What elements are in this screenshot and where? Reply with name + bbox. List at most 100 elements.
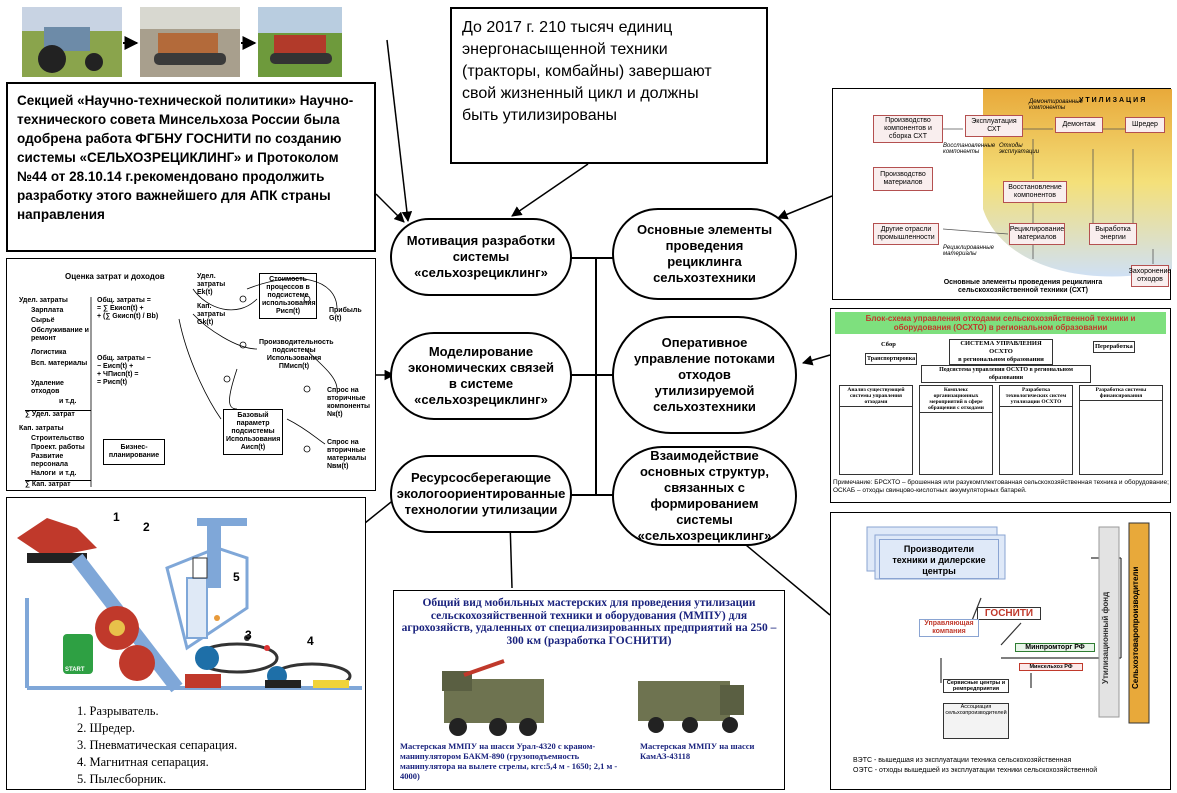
- process-list-item-4: 4. Магнитная сепарация.: [77, 755, 209, 769]
- cost-left-item-6: Удаление отходов: [31, 380, 64, 395]
- process-list-item-1: 1. Разрыватель.: [77, 704, 159, 718]
- rc-box-materials-production: Производство материалов: [873, 167, 933, 191]
- cost-left-item-5: Всп. материалы: [31, 360, 88, 367]
- cost-label-demand-components: Спрос на вторичные компоненты Nк(t): [327, 387, 371, 418]
- workshop-caption-ural: Мастерская ММПУ на шасси Урал-4320 с кра…: [400, 741, 618, 781]
- cost-label-profit: Прибыль G(t): [329, 307, 362, 322]
- workshop-caption-kamaz: Мастерская ММПУ на шасси КамАЗ-43118: [640, 741, 755, 761]
- cost-left-item-13: Налоги: [31, 470, 56, 477]
- rc-box-energy: Выработка энергии: [1089, 223, 1137, 245]
- rc-box-material-recycling: Рециклирование материалов: [1009, 223, 1065, 245]
- cost-label-productivity: Производительность подсистемы Использова…: [259, 339, 334, 370]
- waste-flow-note: Примечание: БРСХТО – брошенная или разук…: [833, 479, 1169, 494]
- waste-flow-subsystem: Подсистема управления ОСХТО в региональн…: [921, 365, 1091, 383]
- cost-left-item-1: Зарплата: [31, 307, 64, 314]
- oval-modeling-label: Моделирование экономических связей в сис…: [407, 344, 554, 407]
- start-label: START: [65, 667, 85, 673]
- oval-elements-label: Основные элементы проведения рециклинга …: [636, 222, 773, 285]
- waste-flow-col-2-head: Комплекс организационных мероприятий в с…: [920, 386, 992, 413]
- rc-note-restored: Восстановленные компоненты: [943, 143, 996, 155]
- cost-label-base-param: Базовый параметр подсистемы Использовани…: [223, 409, 283, 455]
- rc-box-dismantling: Демонтаж: [1055, 117, 1103, 133]
- process-list-item-5: 5. Пылесборник.: [77, 772, 167, 786]
- structure-interaction-diagram: Производители техники и дилерские центры…: [830, 512, 1171, 790]
- cost-left-item-7: и т.д.: [59, 398, 77, 405]
- tractor-photos: [22, 7, 342, 77]
- struct-note-vets: ВЭТС - вышедшая из эксплуатации техника …: [853, 757, 1072, 764]
- cost-left-item-12: Развитие персонала: [31, 453, 69, 468]
- oval-recycling-elements[interactable]: Основные элементы проведения рециклинга …: [612, 208, 797, 300]
- tractor-photo-sequence: [22, 7, 342, 77]
- recycling-process-line: START 1 2 3 4 5 1. Разрыватель. 2. Шреде…: [6, 497, 366, 790]
- process-label-1: 1: [113, 510, 120, 524]
- waste-flow-col-4-head: Разработка системы финансирования: [1080, 386, 1162, 401]
- struct-producers: Производители техники и дилерские центры: [879, 539, 999, 579]
- cost-left-item-3: Обслуживание и ремонт: [31, 327, 89, 342]
- cost-left-item-2: Сырьё: [31, 317, 55, 324]
- process-list: 1. Разрыватель. 2. Шредер. 3. Пневматиче…: [77, 703, 237, 788]
- rc-box-operation: Эксплуатация СХТ: [965, 115, 1023, 137]
- waste-flow-tag-processing: Переработка: [1093, 341, 1135, 353]
- workshop-title: Общий вид мобильных мастерских для прове…: [401, 597, 777, 647]
- cost-model-flows: [90, 278, 338, 487]
- utilization-title: УТИЛИЗАЦИЯ: [1079, 97, 1148, 104]
- process-label-2: 2: [143, 520, 150, 534]
- process-list-item-2: 2. Шредер.: [77, 721, 136, 735]
- cost-formula-2: Общ. затраты − − Eисп(t) + + ЧПисп(t) = …: [97, 355, 151, 386]
- cost-left-item-14: и т.д.: [59, 470, 77, 477]
- process-label-3: 3: [245, 628, 252, 642]
- process-label-5: 5: [233, 570, 240, 584]
- rc-note-dismantled: Демонтированные компоненты: [1029, 99, 1083, 111]
- cost-label-business-planning: Бизнес-планирование: [103, 439, 165, 465]
- struct-managing-company: Управляющая компания: [919, 619, 979, 637]
- waste-flow-title: Блок-схема управления отходами сельскохо…: [835, 312, 1166, 334]
- oval-operational-label: Оперативное управление потоками отходов …: [633, 335, 776, 414]
- rc-note-waste: Отходы эксплуатации: [999, 143, 1040, 155]
- struct-utilization-fund: Утилизационный фонд: [1101, 591, 1110, 685]
- oval-operational-management[interactable]: Оперативное управление потоками отходов …: [612, 316, 797, 434]
- rc-note-recycled: Рециклированные материалы: [943, 245, 994, 257]
- cost-label-unit: Удел. затраты Ek(t): [197, 273, 226, 296]
- waste-flow-col-3-head: Разработка технологических систем утилиз…: [1000, 386, 1072, 407]
- struct-ministry-industry: Минпромторг РФ: [1015, 643, 1095, 652]
- oval-motivation[interactable]: Мотивация разработки системы «сельхозрец…: [390, 218, 572, 296]
- waste-flow-col-4: Разработка системы финансирования: [1079, 385, 1163, 475]
- cost-left-item-15: ∑ Кап. затрат: [25, 480, 91, 489]
- rc-box-shredder: Шредер: [1125, 117, 1165, 133]
- rc-caption: Основные элементы проведения рециклинга …: [943, 279, 1103, 294]
- oval-resource-label: Ресурсосберегающие экологоориентированны…: [396, 470, 566, 517]
- workshop-trucks: [442, 659, 744, 736]
- oval-modeling[interactable]: Моделирование экономических связей в сис…: [390, 332, 572, 420]
- struct-note-oets: ОЭТС - отходы вышедшей из эксплуатации т…: [853, 767, 1098, 774]
- motivation-statement-box: До 2017 г. 210 тысяч единиц энергонасыще…: [450, 7, 768, 164]
- process-label-4: 4: [307, 634, 314, 648]
- struct-association: Ассоциация сельхозпроизводителей: [943, 703, 1009, 739]
- mobile-workshop-panel: Общий вид мобильных мастерских для прове…: [393, 590, 785, 790]
- process-illustration: [17, 518, 362, 693]
- cost-left-item-11: Проект. работы: [31, 444, 85, 451]
- approval-statement-box: Секцией «Научно-технической политики» На…: [6, 82, 376, 252]
- oval-structures-interaction[interactable]: Взаимодействие основных структур, связан…: [612, 446, 797, 546]
- waste-flow-tag-transport: Транспортировка: [865, 353, 918, 365]
- cost-model-diagram: Оценка затрат и доходов Удел. затраты За…: [6, 258, 376, 491]
- cost-label-capital: Кап. затраты Gk(t): [197, 303, 226, 326]
- struct-ministry-agriculture: Минсельхоз РФ: [1019, 663, 1083, 671]
- struct-service-centers: Сервисные центры и ремпредприятия: [943, 679, 1009, 693]
- cost-left-item-0: Удел. затраты: [19, 297, 68, 304]
- cost-model-title: Оценка затрат и доходов: [65, 272, 165, 281]
- waste-flow-col-1: Анализ существующей системы управления о…: [839, 385, 913, 475]
- cost-formula-1: Общ. затраты = = ∑ Eкисп(t) + + (∑ Gкисп…: [97, 297, 159, 320]
- waste-flow-scheme: Блок-схема управления отходами сельскохо…: [830, 308, 1171, 503]
- waste-flow-col-2: Комплекс организационных мероприятий в с…: [919, 385, 993, 475]
- recycling-elements-diagram: УТИЛИЗАЦИЯ Производство компонентов и сб…: [832, 88, 1172, 300]
- rc-box-landfill: Захоронение отходов: [1129, 265, 1171, 287]
- oval-interaction-label: Взаимодействие основных структур, связан…: [637, 448, 772, 543]
- cost-left-item-8: ∑ Удел. затрат: [25, 410, 91, 419]
- oval-resource-technologies[interactable]: Ресурсосберегающие экологоориентированны…: [390, 455, 572, 533]
- waste-flow-col-3: Разработка технологических систем утилиз…: [999, 385, 1073, 475]
- struct-agro-producers: Сельхозтоваропроизводители: [1131, 566, 1140, 690]
- process-list-item-3: 3. Пневматическая сепарация.: [77, 738, 238, 752]
- cost-left-item-4: Логистика: [31, 349, 67, 356]
- struct-gosniti: ГОСНИТИ: [977, 607, 1041, 620]
- cost-label-process-cost: Стоимость процессов в подсистеме использ…: [259, 273, 317, 319]
